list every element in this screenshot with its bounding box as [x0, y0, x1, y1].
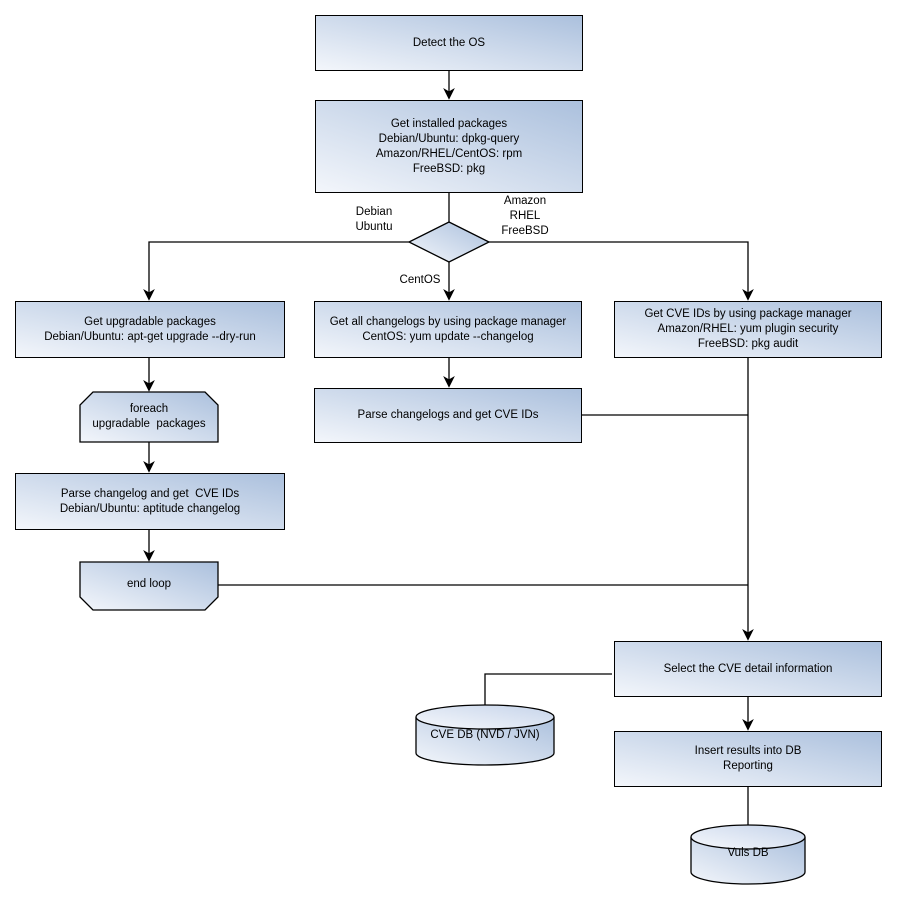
decision-diamond-shape: [407, 221, 491, 263]
edge-label-debian-ubuntu: Debian Ubuntu: [355, 206, 393, 233]
end-loop-shape: [79, 561, 219, 611]
node-end-loop-label: end loop: [126, 577, 172, 590]
node-get-upgradable-packages: Get upgradable packages Debian/Ubuntu: a…: [15, 301, 285, 358]
node-insert-results-reporting: Insert results into DB Reporting: [614, 731, 882, 787]
node-get-installed-packages: Get installed packages Debian/Ubuntu: dp…: [315, 100, 583, 193]
node-parse-changelogs: Parse changelogs and get CVE IDs: [314, 388, 582, 443]
node-get-cve-ids-package-manager: Get CVE IDs by using package manager Ama…: [614, 301, 882, 358]
node-select-cve-detail: Select the CVE detail information: [614, 641, 882, 697]
edge-decision-to-upgradable: [143, 241, 409, 301]
node-detect-os: Detect the OS: [315, 15, 583, 71]
node-parse-changelog-debian: Parse changelog and get CVE IDs Debian/U…: [15, 473, 285, 530]
node-vuls-db-label: Vuls DB: [727, 846, 769, 859]
node-foreach-loop-label: foreach upgradable packages: [92, 403, 206, 430]
vuls-db-cylinder-shape: [690, 824, 806, 885]
cve-db-cylinder-shape: [415, 704, 555, 766]
edge-decision-to-getcveids: [489, 241, 754, 301]
edge-cvedb-to-select: [484, 673, 612, 705]
foreach-loop-shape: [79, 391, 219, 443]
node-cve-db-label: CVE DB (NVD / JVN): [430, 728, 540, 741]
edge-label-centos: CentOS: [399, 274, 441, 286]
node-get-all-changelogs: Get all changelogs by using package mana…: [314, 301, 582, 358]
edge-label-amazon-rhel-freebsd: Amazon RHEL FreeBSD: [501, 195, 549, 237]
